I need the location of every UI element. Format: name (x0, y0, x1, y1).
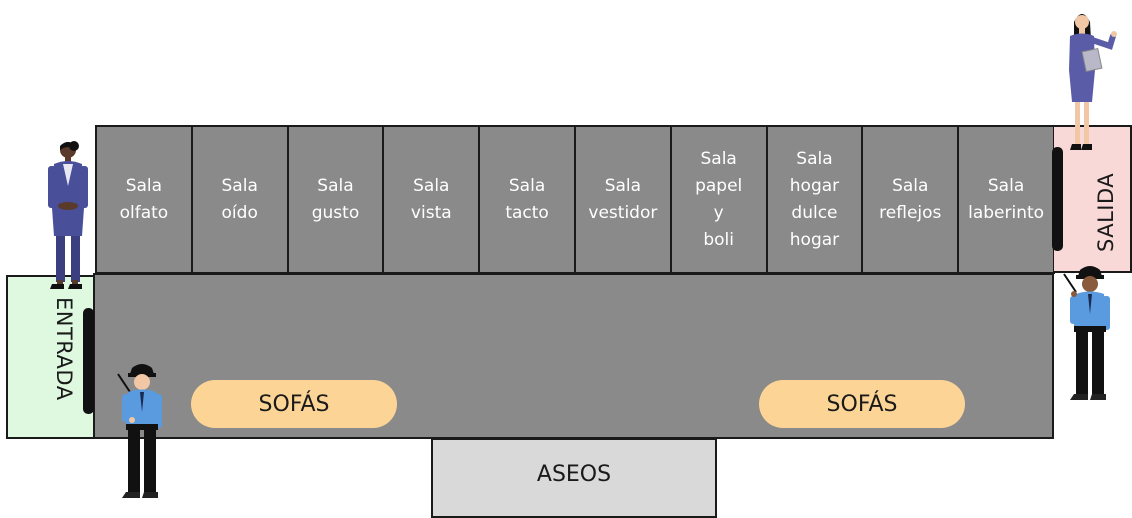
security-guard-icon (1063, 266, 1110, 400)
room-hogar-dulce-hogar: Sala hogar dulce hogar (767, 127, 862, 272)
presenter-woman-icon (1069, 14, 1117, 150)
exit-door (1052, 147, 1063, 251)
room-reflejos: Sala reflejos (863, 127, 958, 272)
room-vista: Sala vista (384, 127, 479, 272)
sofa-right: SOFÁS (759, 380, 965, 428)
rooms-row: Sala olfato Sala oído Sala gusto Sala vi… (95, 125, 1055, 274)
room-gusto: Sala gusto (288, 127, 383, 272)
entrance-door (83, 308, 94, 414)
entrance-area: ENTRADA (6, 275, 95, 439)
exit-area: SALIDA (1054, 125, 1132, 273)
room-laberinto: Sala laberinto (959, 127, 1053, 272)
room-tacto: Sala tacto (480, 127, 574, 272)
sofa-left: SOFÁS (191, 380, 397, 428)
entrance-label: ENTRADA (52, 297, 76, 401)
room-papel-y-boli: Sala papel y boli (671, 127, 766, 272)
restrooms-label: ASEOS (536, 462, 612, 487)
room-olfato: Sala olfato (97, 127, 191, 272)
security-guard-icon (117, 364, 162, 498)
room-oido: Sala oído (192, 127, 287, 272)
restrooms-area: ASEOS (431, 438, 717, 518)
businesswoman-icon (48, 141, 88, 289)
room-vestidor: Sala vestidor (575, 127, 670, 272)
